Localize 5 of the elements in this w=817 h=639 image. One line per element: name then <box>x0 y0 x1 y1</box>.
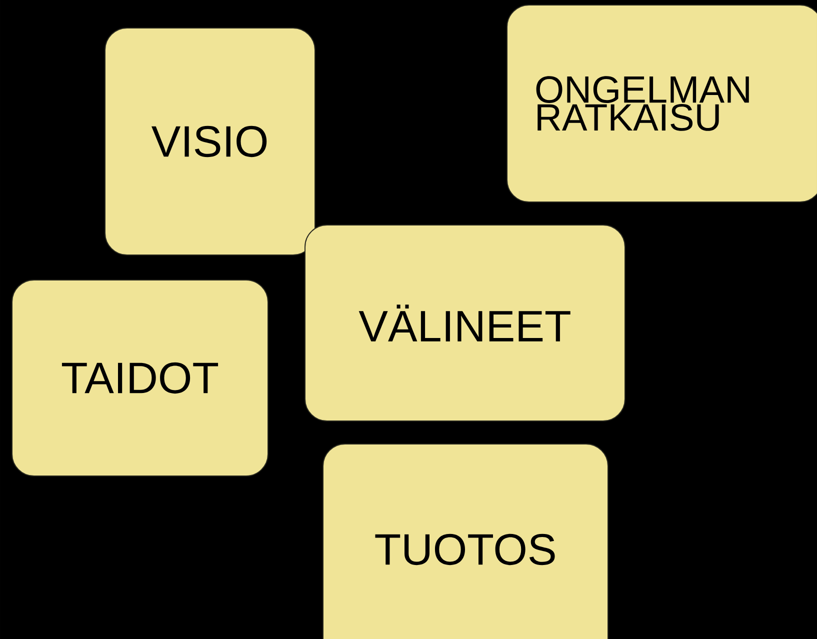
text-box: ONGELMAN RATKAISU <box>506 4 817 202</box>
text-box: VÄLINEET <box>304 224 626 422</box>
text-box: TUOTOS <box>322 444 608 639</box>
text-box: VISIO <box>104 28 316 256</box>
text-box: TAIDOT <box>12 280 268 476</box>
